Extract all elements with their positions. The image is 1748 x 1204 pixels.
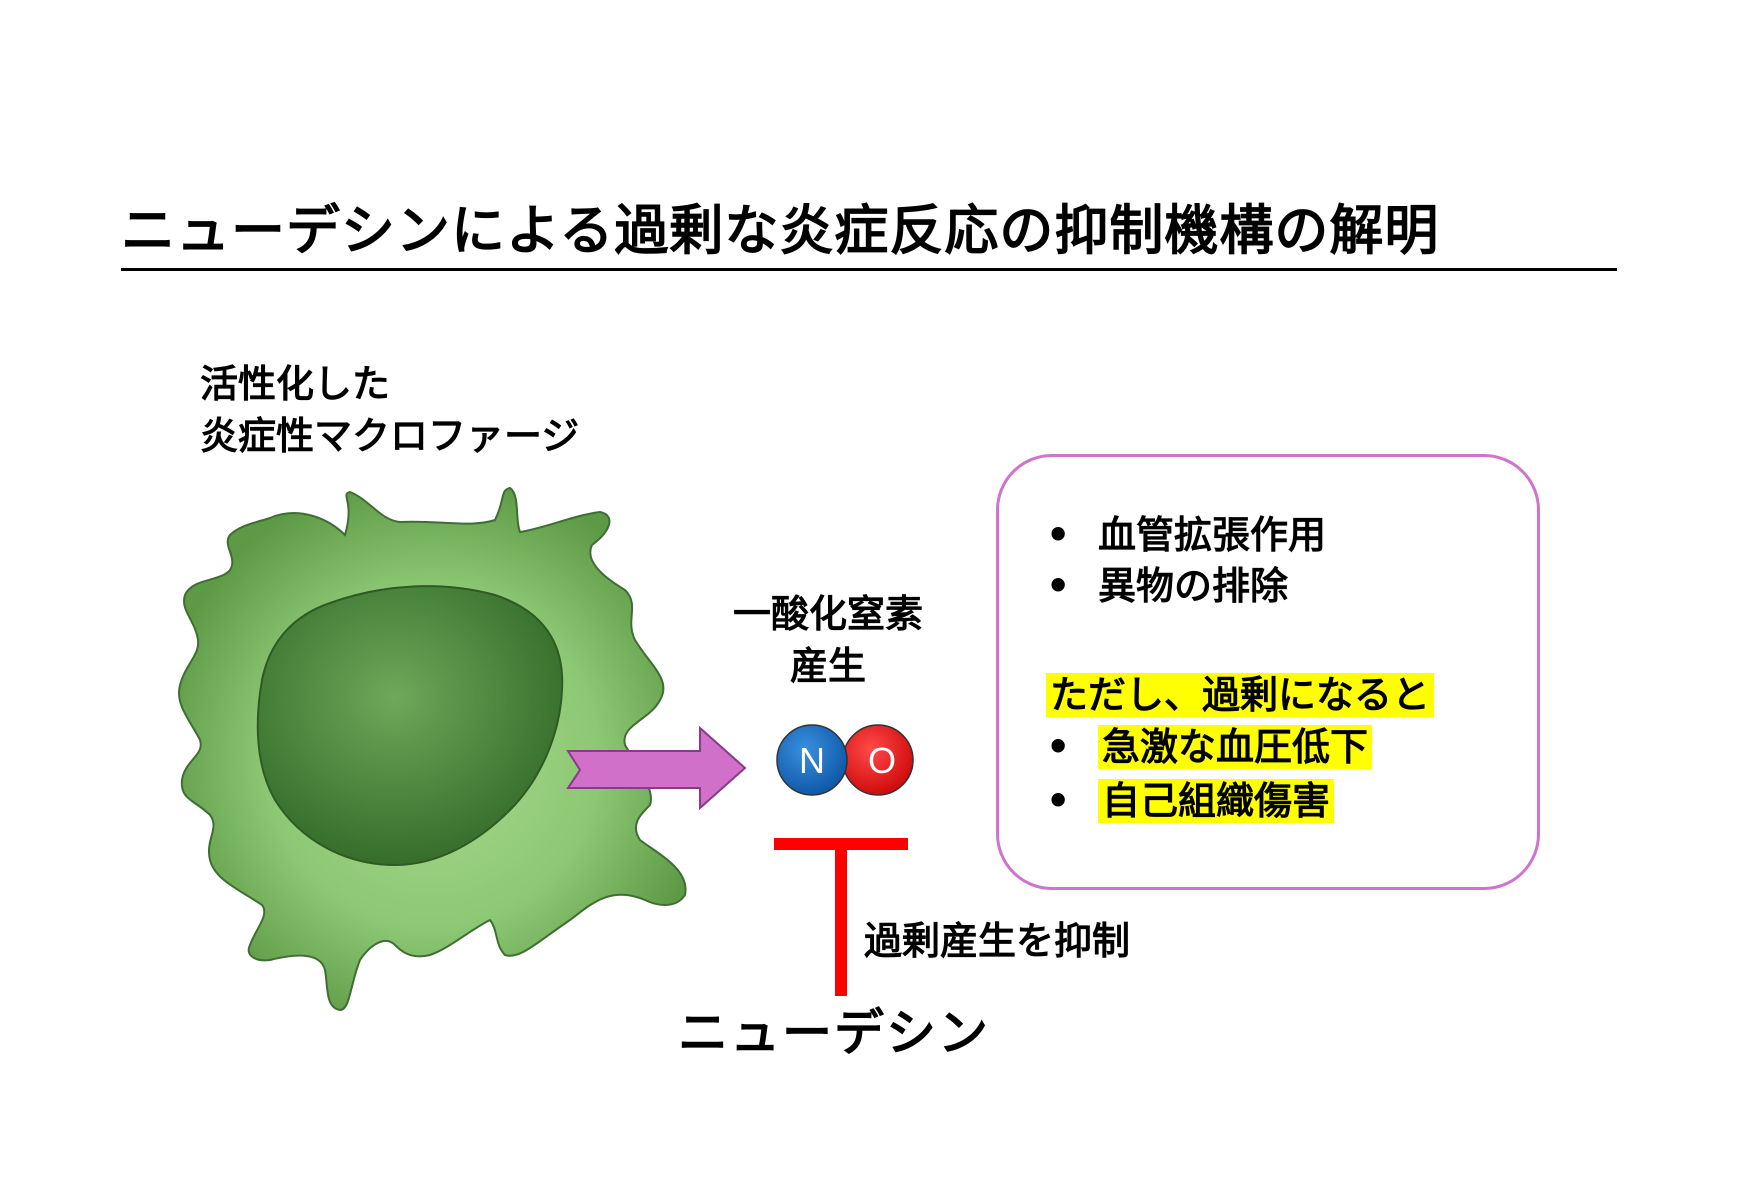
n-atom-symbol: N [799,740,825,781]
risk-item-text: 自己組織傷害 [1098,779,1335,823]
o-atom-symbol: O [868,740,896,781]
n-atom [776,724,848,796]
macrophage-label: 活性化した 炎症性マクロファージ [200,358,579,462]
effect-item: • 異物の排除 [1046,561,1288,611]
nucleus [256,585,564,867]
effects-box [996,454,1540,890]
bullet: • [1046,513,1071,557]
warning-text: ただし、過剰になると [1046,673,1435,717]
no-production-label: 一酸化窒素 産生 [718,588,938,692]
bullet: • [1046,725,1071,769]
effect-item-text: 異物の排除 [1098,564,1289,608]
risk-item: • 自己組織傷害 [1046,776,1335,826]
warning-line: ただし、過剰になると [1046,670,1435,720]
effect-item: • 血管拡張作用 [1046,510,1326,560]
bullet: • [1046,564,1071,608]
no-label-line2: 産生 [789,644,866,688]
suppress-label: 過剰産生を抑制 [864,919,1131,963]
page-title: ニューデシンによる過剰な炎症反応の抑制機構の解明 [121,196,1617,271]
effect-item-text: 血管拡張作用 [1098,513,1327,557]
macrophage-label-line2: 炎症性マクロファージ [200,414,580,458]
macrophage-label-line1: 活性化した [200,362,391,406]
risk-item-text: 急激な血圧低下 [1098,725,1373,769]
risk-item: • 急激な血圧低下 [1046,722,1373,772]
production-arrow [566,725,747,811]
inhibition-stem [835,838,847,996]
bullet: • [1046,779,1071,823]
no-label-line1: 一酸化窒素 [732,592,923,636]
neudesin-label: ニューデシン [678,1004,990,1062]
